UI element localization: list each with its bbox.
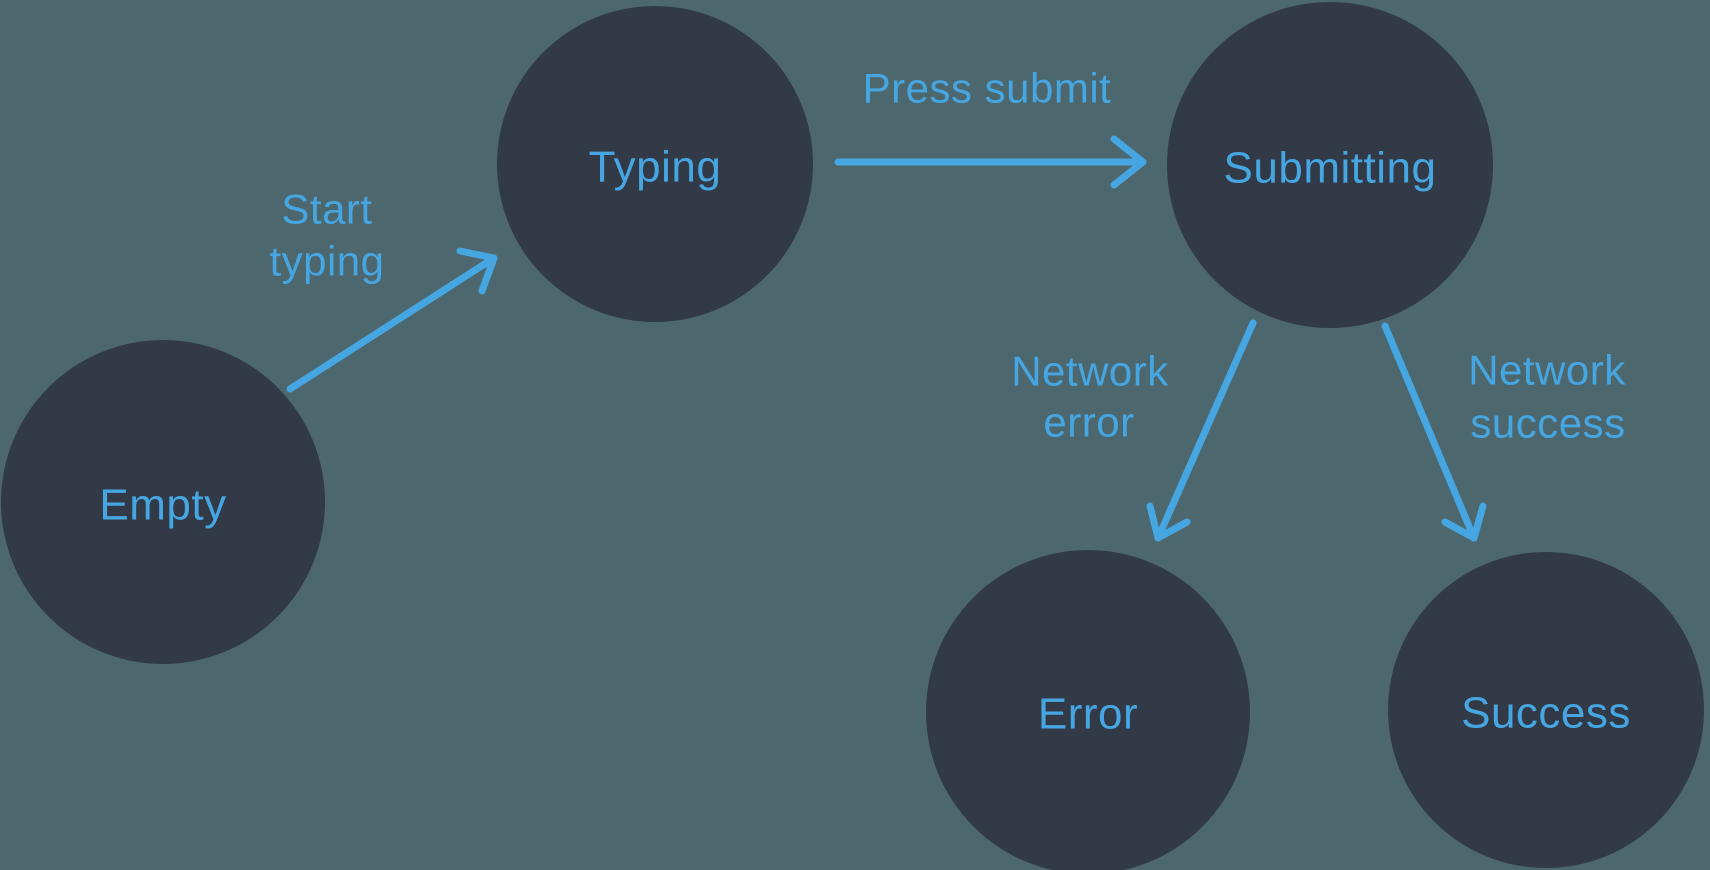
transition-label: typing: [269, 238, 384, 285]
state-node-success: Success: [1388, 552, 1704, 868]
state-node-submitting: Submitting: [1167, 2, 1493, 328]
transition-start-typing: Start typing: [269, 186, 498, 393]
transition-label: Press submit: [863, 65, 1112, 112]
state-label: Success: [1461, 689, 1631, 738]
transition-label: error: [1043, 399, 1134, 446]
state-label: Submitting: [1224, 144, 1437, 193]
state-node-typing: Typing: [497, 6, 813, 322]
state-circle: [926, 550, 1250, 870]
state-circle: [1388, 552, 1704, 868]
transition-label: Network: [1468, 347, 1626, 394]
transition-label: Start: [281, 186, 372, 233]
arrowhead-icon: [1441, 502, 1487, 542]
arrowhead-icon: [1110, 135, 1147, 189]
state-label: Empty: [99, 481, 226, 530]
state-label: Error: [1038, 690, 1138, 739]
transition-network-success: Network success: [1381, 322, 1626, 542]
arrowhead-icon: [456, 247, 498, 295]
arrow-shaft: [1381, 322, 1478, 542]
state-circle: [1167, 2, 1493, 328]
transition-press-submit: Press submit: [834, 65, 1147, 189]
state-circle: [1, 340, 325, 664]
transition-label: Network: [1011, 348, 1169, 395]
state-circle: [497, 6, 813, 322]
transition-network-error: Network error: [1011, 319, 1257, 542]
arrow-shaft: [1154, 319, 1257, 542]
state-label: Typing: [589, 143, 722, 192]
state-node-error: Error: [926, 550, 1250, 870]
state-node-empty: Empty: [1, 340, 325, 664]
transition-label: success: [1470, 400, 1625, 447]
arrowhead-icon: [1146, 502, 1191, 542]
arrow-shaft: [286, 254, 498, 393]
